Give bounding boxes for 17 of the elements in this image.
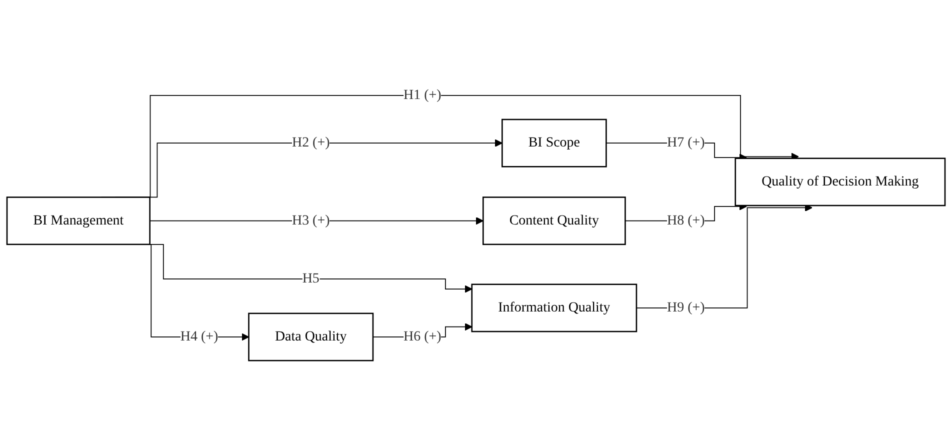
node-box: Quality of Decision Making [734, 158, 946, 206]
arrow [636, 204, 812, 309]
node-box: Content Quality [482, 196, 626, 246]
node-box: Data Quality [248, 312, 374, 362]
edge-label: H2 (+) [292, 135, 330, 150]
node-box: Information Quality [471, 284, 638, 332]
edge-label: H5 [302, 271, 320, 286]
edge-label: H6 (+) [404, 329, 442, 344]
edge-label: H1 (+) [404, 88, 442, 103]
edge-label: H3 (+) [292, 213, 330, 228]
edge-label: H8 (+) [667, 213, 705, 228]
arrow [149, 217, 484, 225]
edge-label: H4 (+) [180, 329, 218, 344]
edge-label: H7 (+) [667, 135, 705, 150]
node-box: BI Management [6, 196, 150, 246]
edge-label: H9 (+) [667, 300, 705, 316]
node-box: BI Scope [502, 119, 607, 168]
